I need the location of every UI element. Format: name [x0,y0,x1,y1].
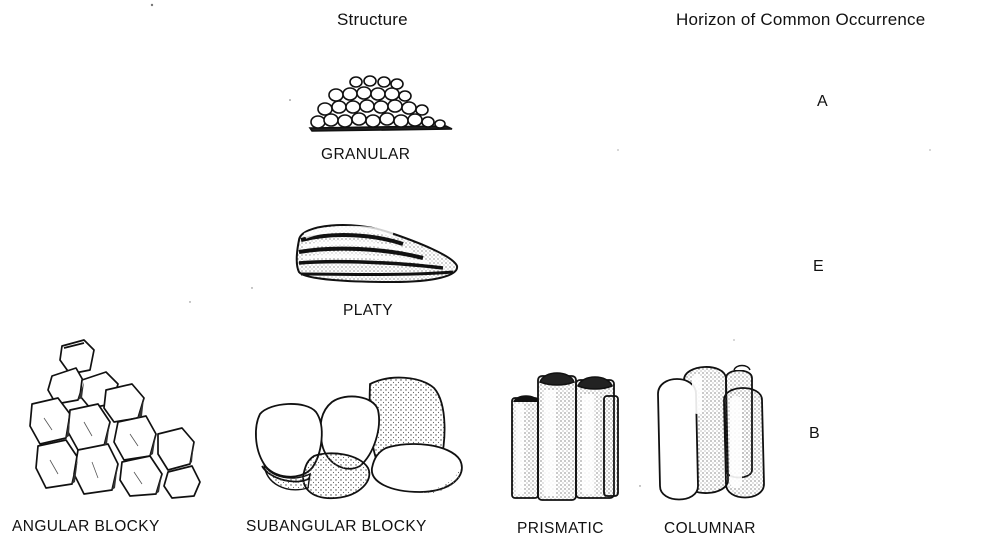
scan-noise [0,0,982,549]
